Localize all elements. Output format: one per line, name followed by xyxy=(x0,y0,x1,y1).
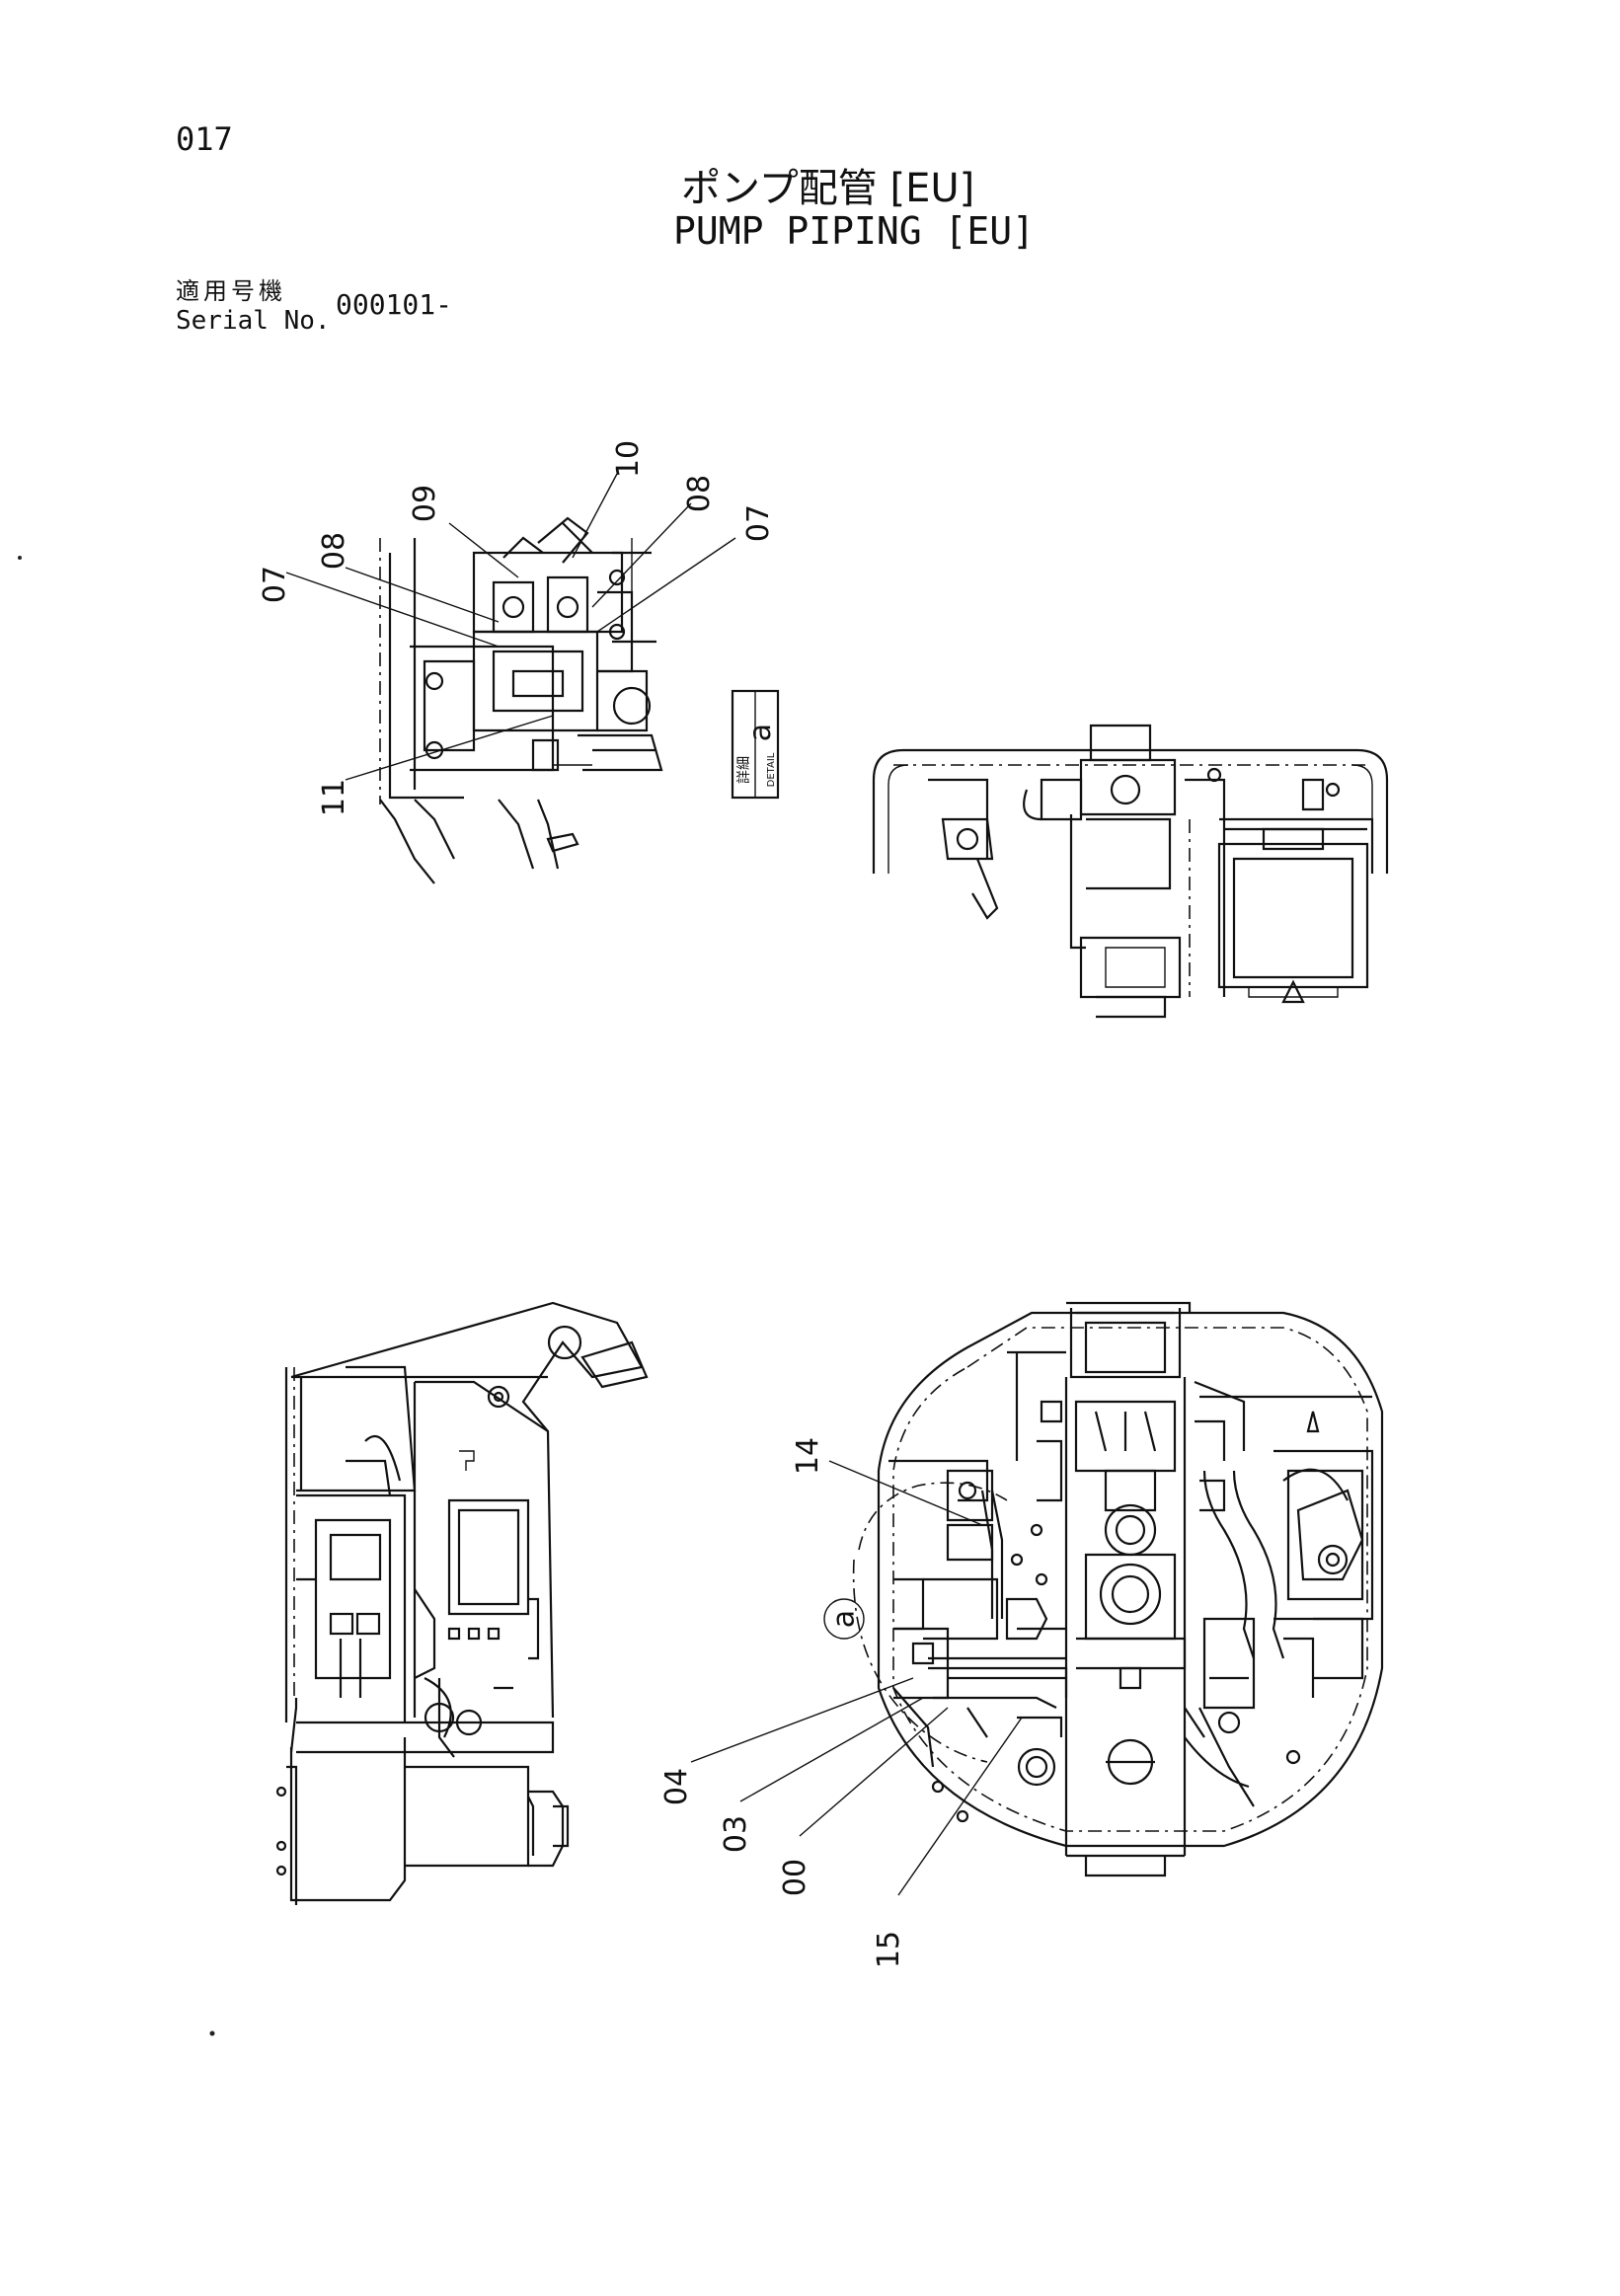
callout-07-right: 07 xyxy=(741,504,776,542)
callout-07-left: 07 xyxy=(258,566,292,603)
side-view xyxy=(275,1301,649,1905)
page-title-jp: ポンプ配管 [EU] xyxy=(681,166,975,211)
callout-00: 00 xyxy=(778,1859,812,1896)
callout-08-left: 08 xyxy=(317,532,351,570)
serial-label-jp: 適用号機 xyxy=(176,277,286,305)
detail-box-label-en: DETAIL xyxy=(766,752,777,787)
callout-04: 04 xyxy=(659,1768,694,1805)
page-title-en: PUMP PIPING [EU] xyxy=(673,209,1036,253)
callout-09: 09 xyxy=(408,485,442,522)
page-number: 017 xyxy=(176,120,233,158)
rear-view xyxy=(872,724,1389,1019)
detail-marker-a: a xyxy=(827,1610,862,1628)
serial-number-value: 000101- xyxy=(336,288,453,321)
detail-box-label-jp: 詳細 xyxy=(736,756,752,784)
detail-a-view xyxy=(285,473,736,884)
detail-a-label-box xyxy=(731,689,780,800)
callout-10: 10 xyxy=(611,440,646,478)
callout-03: 03 xyxy=(719,1815,753,1853)
callout-08-right: 08 xyxy=(682,475,717,512)
callout-14: 14 xyxy=(791,1437,825,1475)
callout-11: 11 xyxy=(317,779,351,816)
callout-15: 15 xyxy=(872,1931,906,1968)
serial-label-en: Serial No. xyxy=(176,306,331,336)
detail-box-letter: a xyxy=(743,724,778,741)
plan-view xyxy=(690,1301,1384,1896)
